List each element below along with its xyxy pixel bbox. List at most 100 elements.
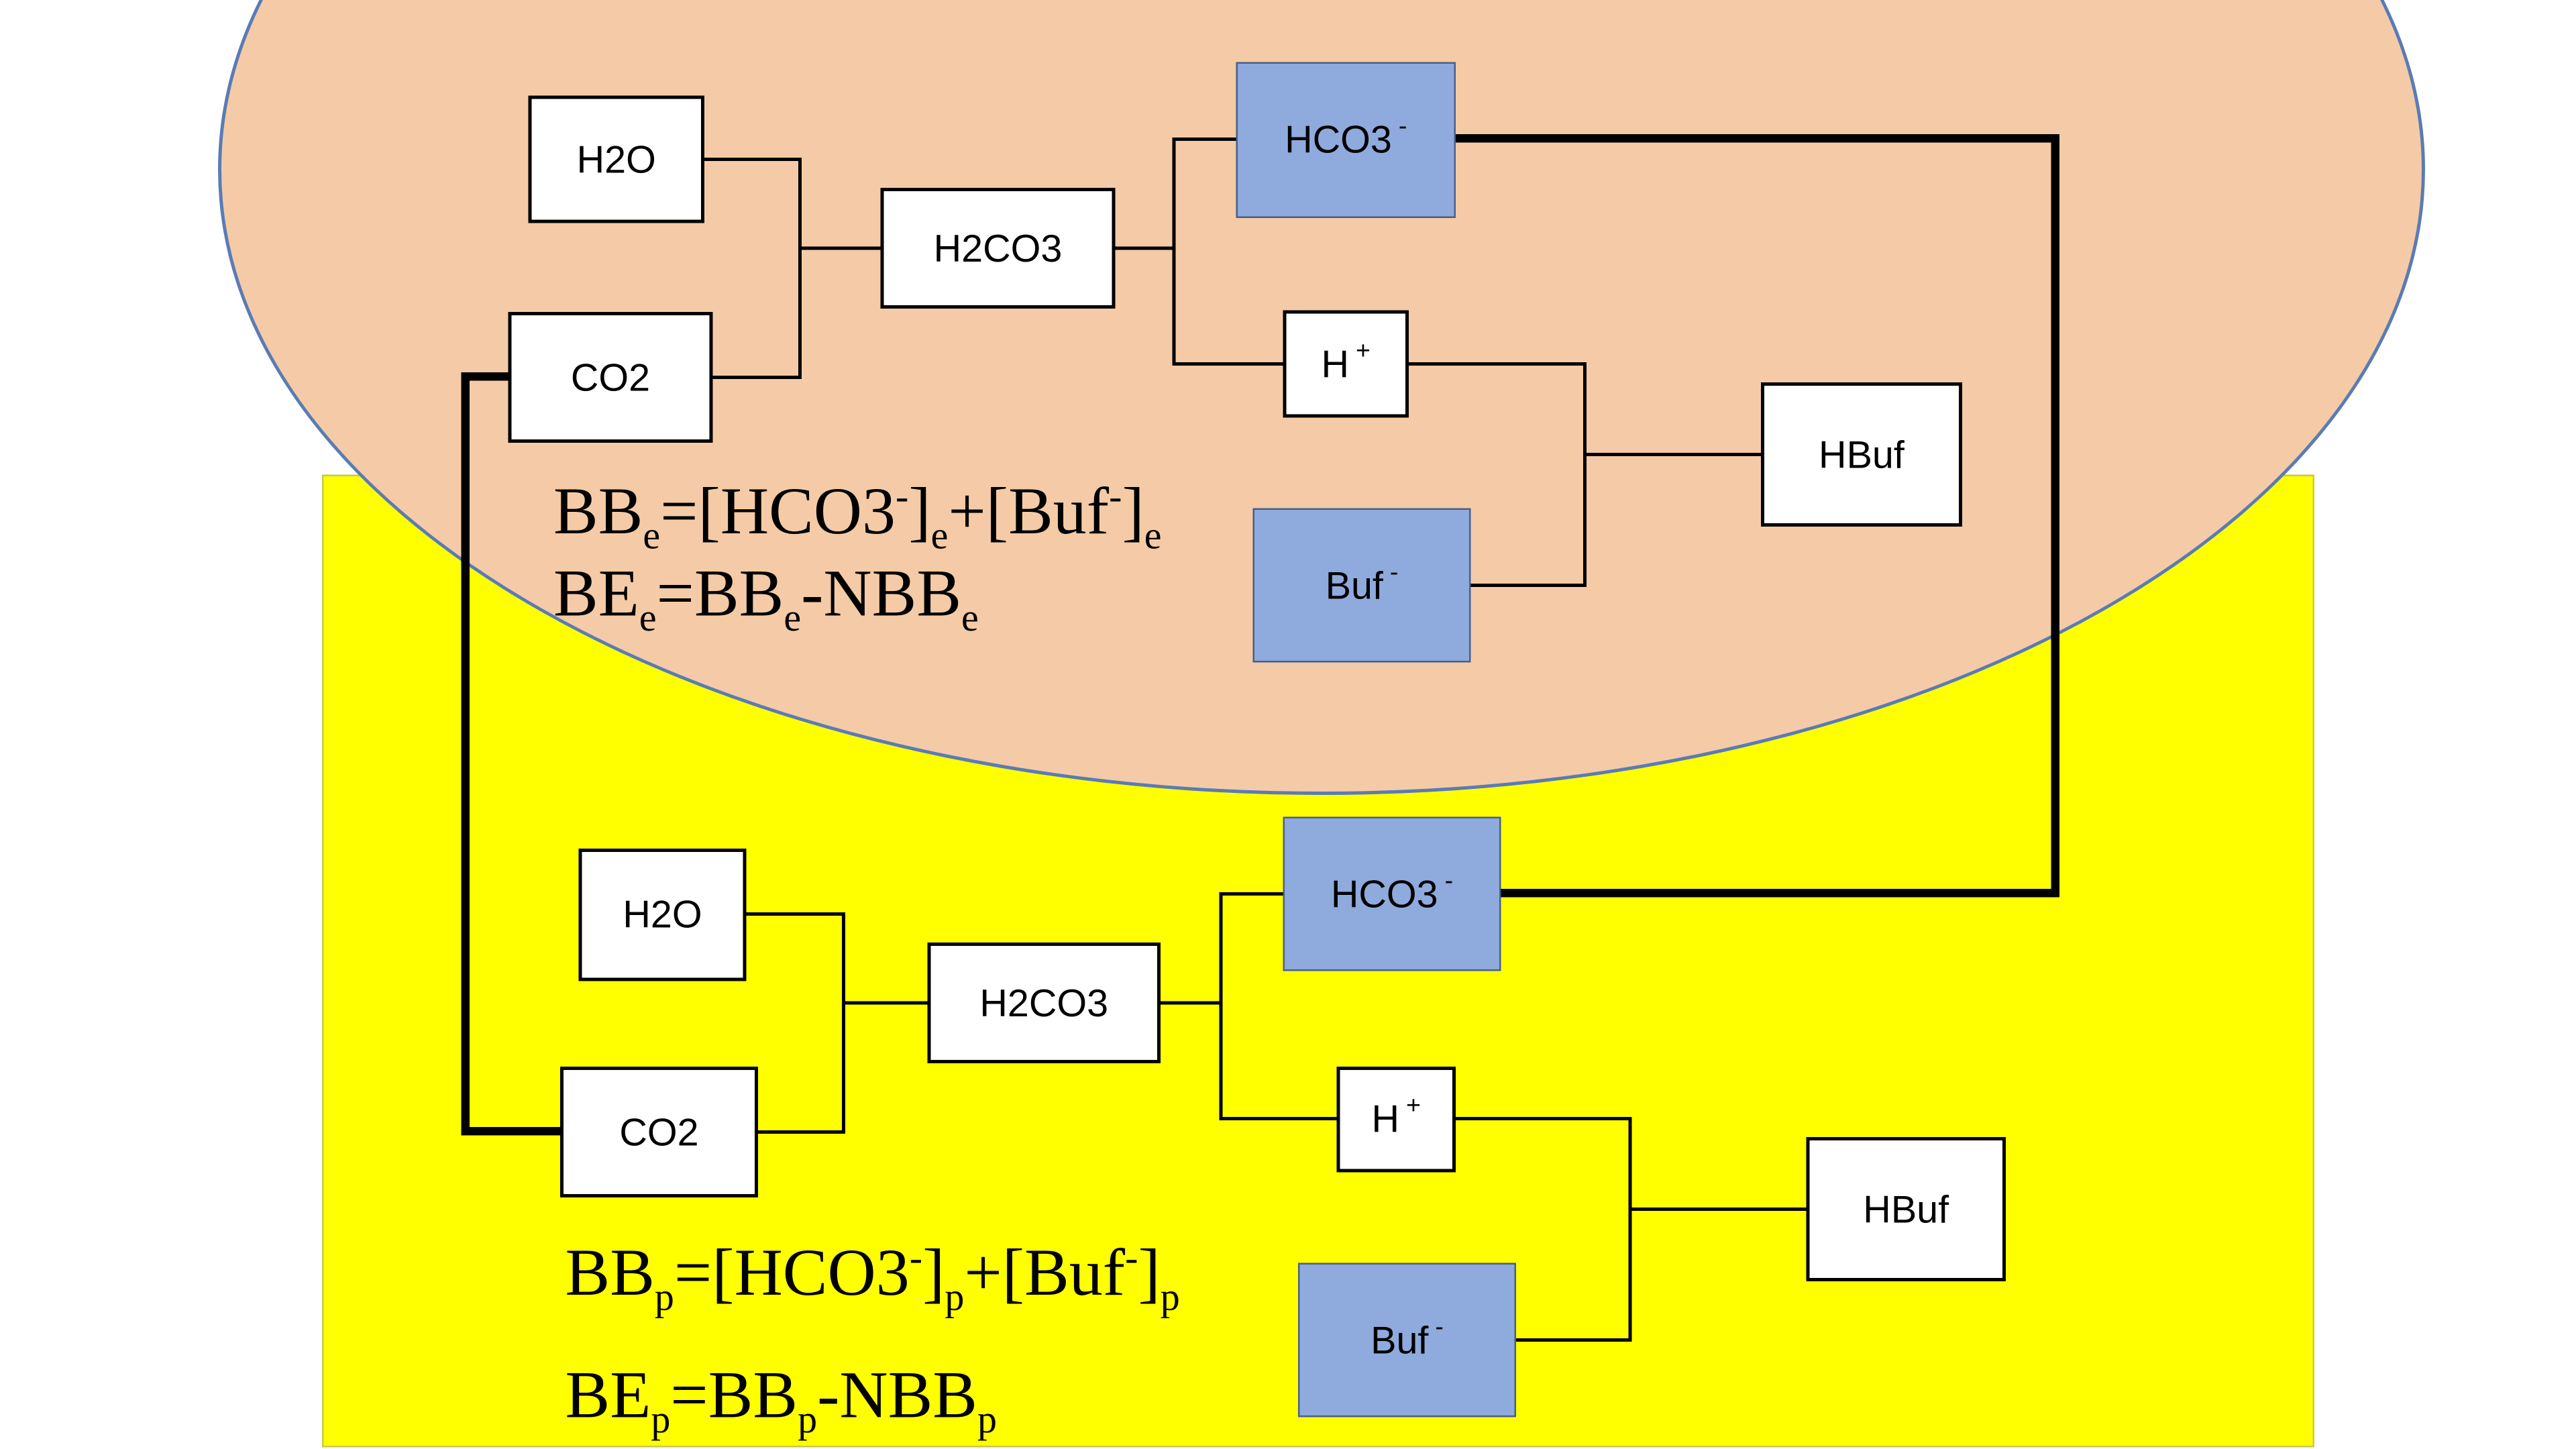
box-h2o-erythrocyte: H2O — [528, 95, 704, 223]
box-hbuf-plasma: HBuf — [1806, 1137, 2006, 1281]
connector-line — [1161, 1001, 1221, 1005]
box-label: Buf — [1371, 1317, 1429, 1361]
connector-line — [1409, 362, 1585, 366]
connector-line — [1221, 892, 1283, 896]
formula-text: BE — [565, 1356, 651, 1433]
box-label: H2CO3 — [933, 225, 1063, 270]
co2-exchange-line — [461, 372, 470, 1136]
box-buf-plasma: Buf- — [1298, 1263, 1516, 1417]
formula-buffer-base-erythrocyte: BBe=[HCO3-]e+[Buf-]e — [553, 472, 1162, 561]
box-label: H2CO3 — [979, 980, 1109, 1024]
subscript: e — [639, 597, 657, 641]
superscript: - — [1109, 476, 1122, 520]
connector-line — [1219, 892, 1223, 1120]
subscript: e — [1144, 515, 1162, 559]
formula-base-excess-erythrocyte: BEe=BBe-NBBe — [553, 553, 979, 643]
box-buf-erythrocyte: Buf- — [1252, 508, 1471, 663]
formula-text: ] — [922, 1234, 945, 1310]
connector-line — [1470, 584, 1585, 587]
charge-sign: + — [1356, 336, 1371, 365]
connector-line — [704, 158, 800, 161]
formula-text: -NBB — [817, 1356, 978, 1433]
superscript: - — [1125, 1237, 1138, 1281]
box-h-plasma: H+ — [1336, 1067, 1456, 1173]
formula-text: =BB — [656, 555, 784, 631]
connector-line — [1172, 138, 1176, 366]
subscript: p — [798, 1399, 818, 1442]
box-h2co3-erythrocyte: H2CO3 — [880, 188, 1116, 309]
box-h-erythrocyte: H+ — [1283, 310, 1409, 418]
co2-exchange-line — [461, 1127, 560, 1136]
box-label: H2O — [623, 892, 702, 936]
subscript: p — [945, 1276, 965, 1320]
subscript: p — [654, 1276, 674, 1320]
charge-sign: - — [1444, 866, 1454, 895]
subscript: p — [977, 1399, 998, 1442]
formula-text: =[HCO3 — [674, 1234, 910, 1310]
connector-line — [1585, 453, 1761, 456]
subscript: e — [961, 597, 979, 641]
box-label: Buf — [1325, 562, 1383, 606]
formula-text: +[Buf — [948, 473, 1110, 549]
connector-line — [1115, 246, 1174, 250]
formula-text: -NBB — [801, 555, 962, 631]
co2-exchange-line — [461, 372, 508, 381]
box-label: HCO3 — [1285, 117, 1392, 161]
connector-line — [800, 246, 881, 250]
box-co2-erythrocyte: CO2 — [508, 312, 713, 443]
formula-text: ] — [1122, 473, 1144, 549]
box-label: HBuf — [1863, 1186, 1949, 1230]
connector-line — [843, 1001, 928, 1005]
formula-text: =BB — [670, 1356, 798, 1433]
connector-line — [746, 912, 844, 916]
box-label: HBuf — [1819, 431, 1904, 476]
box-h2co3-plasma: H2CO3 — [927, 943, 1161, 1063]
formula-text: ] — [1138, 1234, 1161, 1310]
formula-text: BB — [565, 1234, 655, 1310]
connector-line — [1516, 1338, 1630, 1342]
box-co2-plasma: CO2 — [560, 1067, 758, 1197]
superscript: - — [909, 1237, 923, 1281]
connector-line — [842, 912, 845, 1134]
box-label: H — [1371, 1097, 1400, 1140]
hco3-exchange-line — [1456, 134, 2059, 143]
formula-text: BB — [553, 473, 643, 549]
charge-sign: - — [1389, 557, 1399, 586]
subscript: e — [784, 597, 802, 641]
connector-line — [1583, 362, 1587, 587]
box-hbuf-erythrocyte: HBuf — [1761, 382, 1962, 527]
superscript: - — [896, 476, 909, 520]
box-h2o-plasma: H2O — [578, 849, 747, 981]
hco3-exchange-line — [2051, 134, 2059, 898]
formula-text: +[Buf — [964, 1234, 1126, 1310]
formula-buffer-base-plasma: BBp=[HCO3-]p+[Buf-]p — [566, 1233, 1180, 1322]
connector-line — [1630, 1208, 1807, 1211]
connector-line — [798, 158, 802, 379]
hco3-exchange-line — [1501, 889, 2059, 898]
box-hco3-plasma: HCO3- — [1283, 816, 1501, 971]
connector-line — [1221, 1117, 1337, 1120]
box-hco3-erythrocyte: HCO3- — [1236, 62, 1456, 218]
formula-base-excess-plasma: BEp=BBp-NBBp — [566, 1355, 998, 1444]
subscript: e — [930, 515, 949, 559]
box-label: CO2 — [570, 354, 651, 398]
box-label: H — [1321, 341, 1350, 385]
connector-line — [758, 1130, 844, 1134]
box-label: H2O — [576, 136, 656, 180]
connector-line — [1628, 1117, 1632, 1342]
formula-text: BE — [553, 555, 639, 631]
formula-text: ] — [908, 473, 931, 549]
connector-line — [712, 376, 800, 379]
box-label: HCO3 — [1330, 871, 1438, 915]
charge-sign: + — [1406, 1091, 1421, 1121]
connector-line — [1174, 138, 1236, 141]
connector-line — [1174, 362, 1283, 366]
subscript: p — [651, 1399, 671, 1442]
formula-text: =[HCO3 — [660, 473, 896, 549]
subscript: e — [643, 515, 661, 559]
charge-sign: - — [1435, 1312, 1444, 1341]
charge-sign: - — [1398, 112, 1407, 142]
box-label: CO2 — [619, 1109, 699, 1153]
connector-line — [1456, 1117, 1630, 1120]
